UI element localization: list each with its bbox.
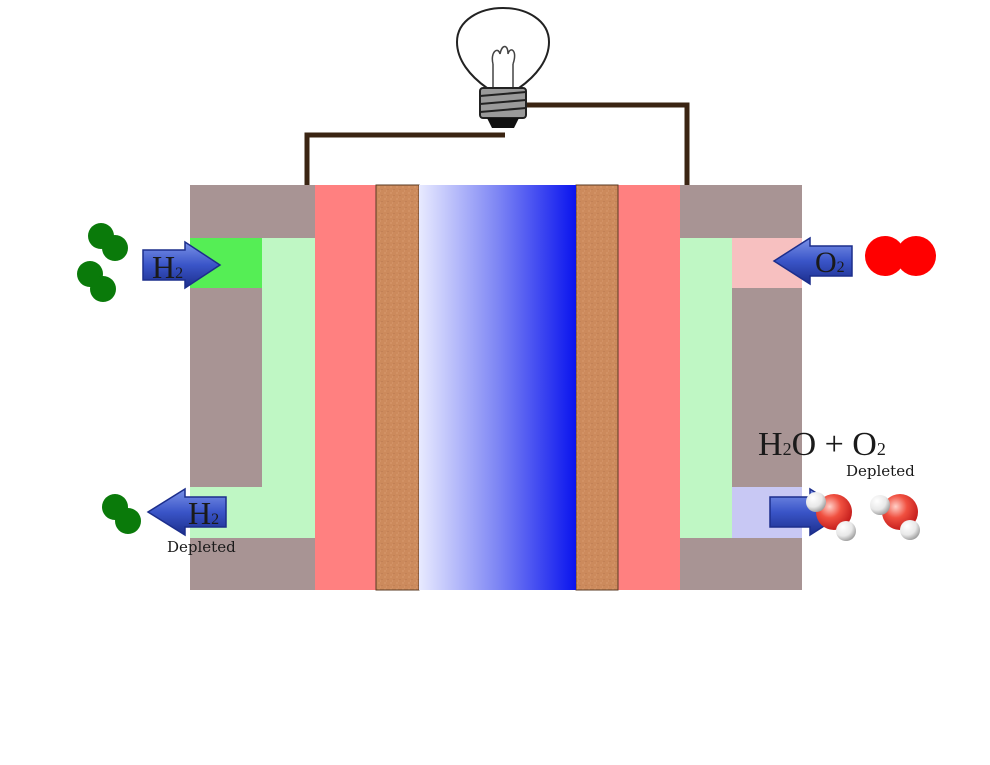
hydrogen-outlet-note: Depleted bbox=[167, 538, 236, 556]
light-bulb-icon bbox=[455, 6, 551, 128]
oxygen-molecule-icon bbox=[865, 236, 936, 276]
water-molecule-icon bbox=[806, 492, 856, 541]
hydrogen-molecule-icon bbox=[77, 261, 116, 302]
anode-catalyst-layer bbox=[375, 184, 420, 591]
hydrogen-molecule-icon bbox=[88, 223, 128, 261]
product-label: H2O + O2 bbox=[758, 426, 886, 463]
hydrogen-molecule-icon bbox=[102, 494, 141, 534]
hydrogen-inlet-arrow bbox=[142, 240, 222, 290]
anode-gas-diffusion-layer bbox=[190, 238, 315, 538]
electrolyte-membrane bbox=[419, 185, 576, 590]
cathode-gas-diffusion-layer bbox=[680, 238, 732, 538]
hydrogen-inlet-label: H2 bbox=[152, 249, 183, 285]
cathode-catalyst-layer bbox=[575, 184, 619, 591]
circuit-wire bbox=[304, 102, 690, 185]
oxygen-inlet-label: O2 bbox=[815, 246, 845, 279]
anode-electrode bbox=[315, 185, 376, 590]
hydrogen-outlet-label: H2 bbox=[188, 495, 219, 531]
oxygen-inlet-arrow bbox=[772, 236, 853, 286]
water-molecule-icon bbox=[870, 494, 920, 540]
hydrogen-outlet-arrow bbox=[146, 487, 227, 537]
cathode-electrode bbox=[618, 185, 680, 590]
product-note: Depleted bbox=[846, 462, 915, 480]
